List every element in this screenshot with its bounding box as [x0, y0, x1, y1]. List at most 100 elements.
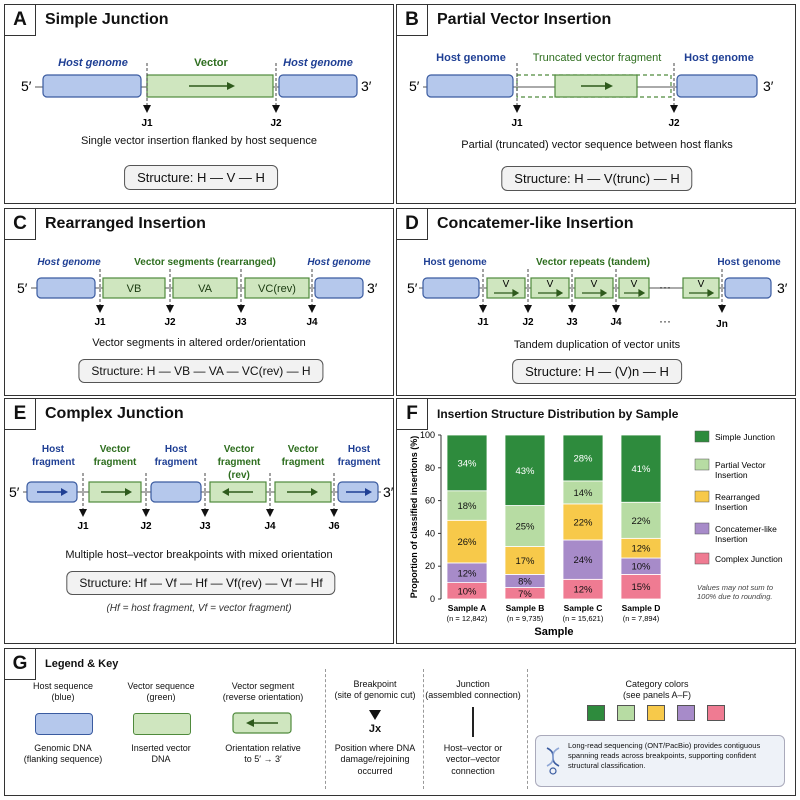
ellipsis: ··· [659, 280, 671, 294]
bar-segment [446, 490, 488, 521]
host-genome-right-label: Host genome [684, 52, 754, 64]
host-genome-left-label: Host genome [436, 52, 506, 64]
breakpoint-title: Breakpoint (site of genomic cut) [334, 679, 416, 701]
arrow-right-icon [61, 488, 68, 496]
vector-sequence-title: Vector sequence (green) [127, 681, 195, 703]
arrow-right-icon [600, 288, 608, 298]
reverse-segment-title: Vector segment (reverse orientation) [222, 681, 304, 703]
five-prime-label: 5′ [407, 280, 418, 296]
y-tick-label: 40 [425, 528, 435, 538]
host-sequence-desc: Genomic DNA (flanking sequence) [23, 743, 103, 765]
structure-formula: Structure: H — V(trunc) — H [501, 166, 693, 191]
bar-segment [562, 539, 604, 580]
data-label: 12% [631, 544, 651, 555]
category-color-swatch [707, 705, 725, 721]
vector-label: Vector repeats (tandem) [536, 257, 650, 268]
j1-label: J1 [141, 118, 153, 129]
diagram-rearranged: 5′ 3′ VB VA VC(rev) Host genome Vector s… [17, 257, 378, 328]
vector-label: Vector segments (rearranged) [134, 257, 276, 268]
structure-formula: Structure: H — V — H [124, 165, 278, 190]
host-genome-left-label: Host genome [423, 257, 487, 268]
five-prime-label: 5′ [9, 484, 20, 500]
host-genome-right-block [278, 74, 358, 98]
junction-line-icon [472, 707, 474, 737]
panel-letter: D [397, 209, 428, 240]
data-label: 28% [573, 453, 593, 464]
category-color-swatches [587, 705, 727, 721]
bar-segment [504, 434, 546, 506]
three-prime-label: 3′ [367, 280, 378, 296]
legend-swatch [694, 490, 710, 503]
panel-title: Rearranged Insertion [45, 215, 206, 232]
arrow-right-icon [707, 288, 715, 298]
breakpoint-icon [369, 710, 381, 720]
data-label: 34% [457, 458, 477, 469]
junction-desc: Host–vector or vector–vector connection [443, 743, 503, 776]
breakpoint-j4-icon [266, 509, 274, 517]
breakpoint-j1-icon [143, 105, 151, 113]
five-prime-label: 5′ [409, 78, 420, 94]
category-color-swatch [647, 705, 665, 721]
legend-label: Concatemer-like [715, 524, 777, 534]
host-genome-left-block [426, 74, 514, 98]
bar-segment [620, 434, 662, 503]
breakpoint-j6-icon [330, 509, 338, 517]
legend-swatch [694, 552, 710, 565]
j3-label: J3 [235, 317, 247, 328]
panel-title: Legend & Key [45, 658, 119, 670]
x-tick-sublabel: (n = 12,842) [447, 614, 488, 623]
data-label: 26% [457, 537, 477, 548]
junction-title: Junction (assembled connection) [425, 679, 521, 701]
diagram-concatemer: 5′ 3′ V V V V V ··· ··· Host [407, 257, 788, 330]
panel-letter: C [5, 209, 36, 240]
category-color-swatch [677, 705, 695, 721]
data-label: 12% [457, 568, 477, 579]
panel-letter: G [5, 649, 36, 680]
j2-label: J2 [270, 118, 282, 129]
segment-vb-label: VB [127, 283, 142, 295]
j1-label: J1 [77, 521, 89, 532]
structure-formula: Structure: Hf — Vf — Hf — Vf(rev) — Vf —… [66, 571, 336, 595]
host-genome-right-label: Host genome [717, 257, 781, 268]
x-tick-label: Sample C [564, 603, 603, 613]
breakpoint-j1-icon [79, 509, 87, 517]
j4-label: J4 [264, 521, 276, 532]
x-tick-label: Sample B [506, 603, 545, 613]
panel-c: C Rearranged Insertion 5′ 3′ VB VA VC(re… [4, 208, 394, 396]
panel-title: Simple Junction [45, 11, 169, 28]
data-label: 14% [573, 488, 593, 499]
divider [325, 669, 326, 789]
bar-segment [446, 519, 488, 564]
sequencing-note: Long-read sequencing (ONT/PacBio) provid… [568, 741, 761, 770]
breakpoint-j1-icon [96, 305, 104, 313]
arrow-left-icon [246, 719, 254, 727]
j2-label: J2 [522, 317, 534, 328]
breakpoint-j2-icon [524, 305, 532, 313]
host-sequence-swatch [35, 713, 93, 735]
j1-label: J1 [477, 317, 489, 328]
vector-label: Truncated vector fragment [533, 52, 662, 64]
legend-label: Insertion [715, 502, 748, 512]
y-axis-label: Proportion of classified insertions (%) [409, 436, 419, 599]
bar-segment [504, 546, 546, 575]
data-label: 41% [631, 464, 651, 475]
panel-e: E Complex Junction 5′ 3′ J1 J2 J3 J4 J6 … [4, 398, 394, 644]
category-color-swatch [587, 705, 605, 721]
j2-label: J2 [668, 118, 680, 129]
bar-segment [620, 501, 662, 539]
legend-label: Insertion [715, 470, 748, 480]
panel-title: Concatemer-like Insertion [437, 215, 634, 232]
segment-vc-label: VC(rev) [258, 283, 296, 295]
svg-text:V: V [698, 279, 705, 290]
ellipsis: ··· [659, 314, 671, 328]
breakpoint-j3-icon [237, 305, 245, 313]
reverse-segment-swatch [232, 712, 292, 734]
j6-label: J6 [328, 521, 340, 532]
caption: Multiple host–vector breakpoints with mi… [65, 549, 333, 561]
vector-sequence-swatch [133, 713, 191, 735]
dna-reads-icon [546, 747, 560, 775]
y-tick-label: 100 [420, 430, 435, 440]
abbreviation-note: (Hf = host fragment, Vf = vector fragmen… [106, 603, 292, 614]
arrow-right-icon [311, 488, 318, 496]
breakpoint-j2-icon [142, 509, 150, 517]
